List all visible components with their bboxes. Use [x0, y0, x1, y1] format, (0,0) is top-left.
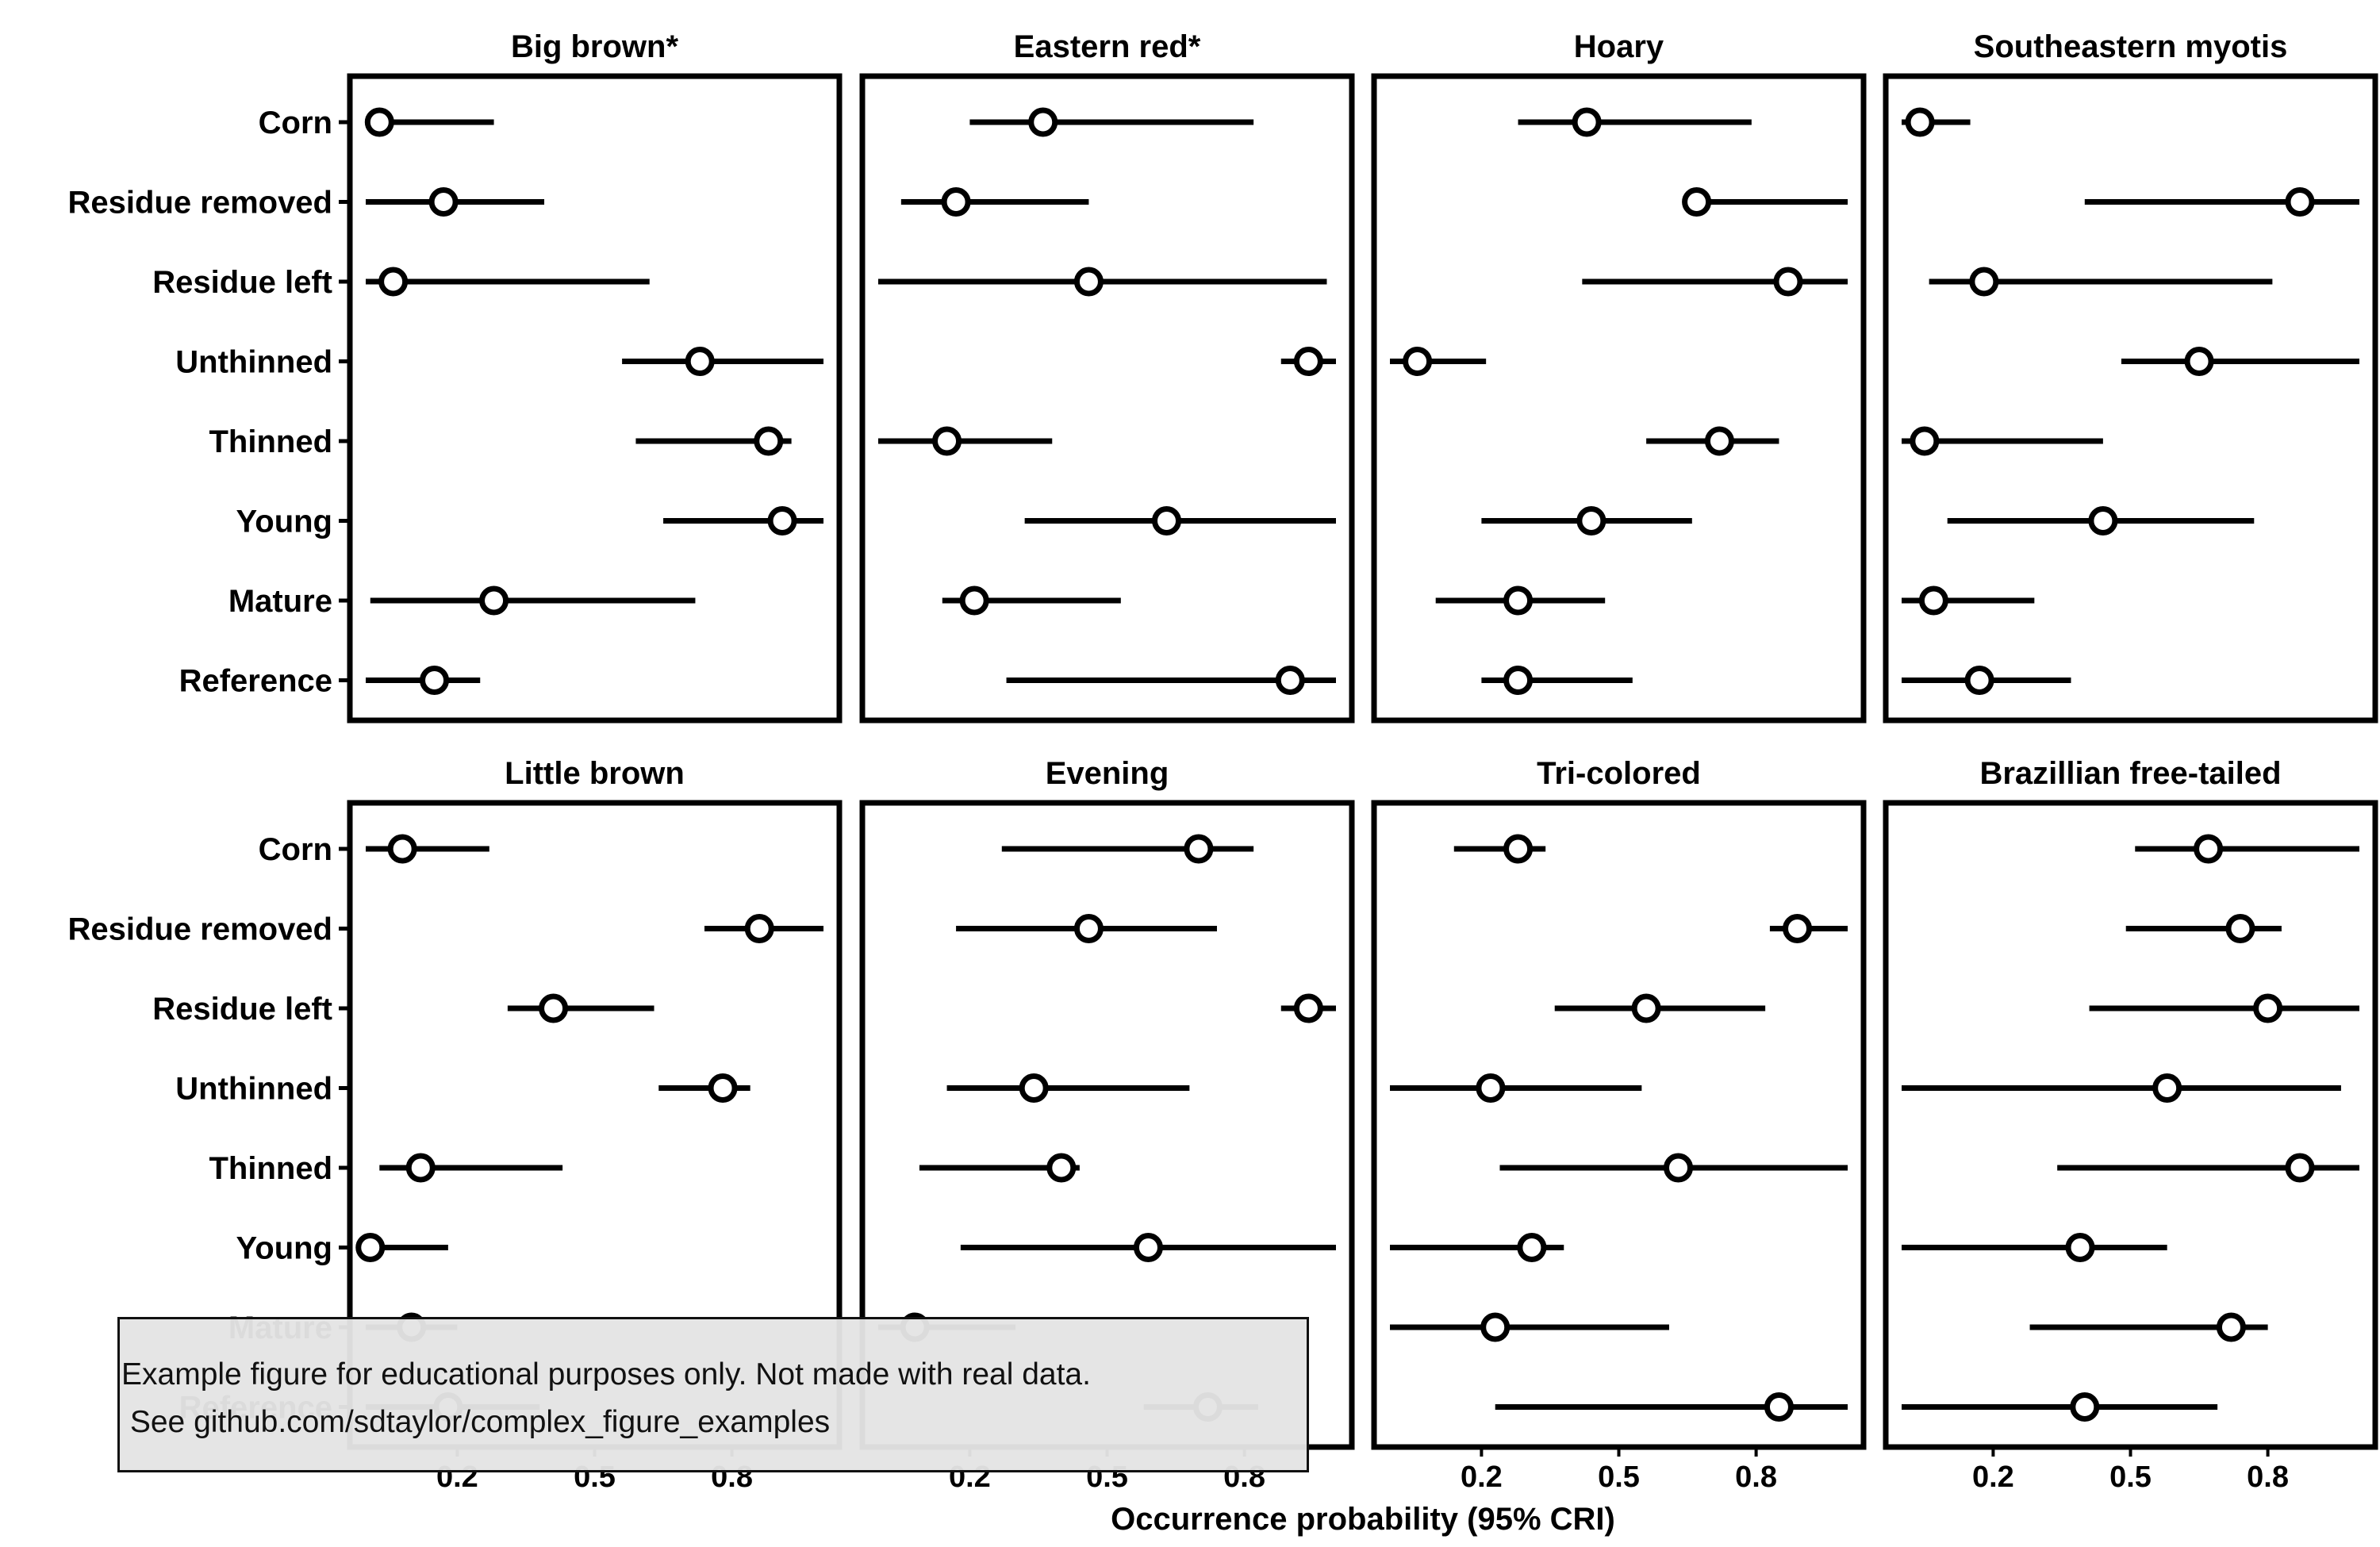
point-tri-colored-reference [1764, 1392, 1794, 1422]
point-eastern-red-reference [1275, 666, 1305, 695]
point-brazillian-free-tailed-residue-removed [2225, 914, 2255, 943]
point-brazillian-free-tailed-residue-left [2253, 993, 2283, 1023]
panel-frame-big-brown [347, 73, 843, 724]
point-eastern-red-residue-removed [941, 187, 971, 217]
category-label-corn: Corn [259, 106, 332, 140]
disclaimer-line-1: Example figure for educational purposes … [121, 1357, 1091, 1392]
panel-title-brazillian-free-tailed: Brazillian free-tailed [1979, 756, 2281, 791]
point-evening-residue-removed [1073, 914, 1104, 943]
point-evening-young [1133, 1233, 1163, 1262]
point-big-brown-reference [420, 666, 450, 695]
point-tri-colored-corn [1503, 834, 1534, 864]
panel-title-big-brown: Big brown* [511, 29, 679, 64]
point-hoary-corn [1572, 107, 1602, 137]
point-brazillian-free-tailed-corn [2194, 834, 2224, 864]
point-tri-colored-thinned [1664, 1153, 1694, 1183]
point-big-brown-mature [479, 585, 509, 616]
point-southeastern-myotis-unthinned [2184, 347, 2214, 376]
x-tick-label-tri-colored-1: 0.5 [1598, 1461, 1640, 1494]
category-label-thinned: Thinned [209, 1151, 332, 1186]
point-big-brown-thinned [754, 426, 784, 456]
x-axis-label: Occurrence probability (95% CRI) [1111, 1502, 1615, 1537]
point-brazillian-free-tailed-mature [2216, 1312, 2246, 1342]
disclaimer-line-2: See github.com/sdtaylor/complex_figure_e… [121, 1405, 831, 1439]
point-little-brown-residue-left [539, 993, 569, 1023]
point-little-brown-thinned [405, 1153, 436, 1183]
category-label-mature: Mature [228, 584, 332, 619]
point-hoary-residue-removed [1682, 187, 1712, 217]
panel-frame-eastern-red [859, 73, 1355, 724]
point-little-brown-corn [387, 834, 417, 864]
panel-title-eastern-red: Eastern red* [1014, 29, 1201, 64]
point-evening-corn [1184, 834, 1214, 864]
point-little-brown-young [355, 1233, 386, 1262]
point-southeastern-myotis-thinned [1910, 426, 1940, 456]
x-tick-label-brazillian-free-tailed-2: 0.8 [2247, 1461, 2289, 1494]
point-brazillian-free-tailed-reference [2070, 1392, 2100, 1422]
point-big-brown-corn [364, 107, 394, 137]
point-evening-unthinned [1019, 1073, 1049, 1103]
point-big-brown-unthinned [685, 347, 715, 376]
point-eastern-red-unthinned [1293, 347, 1323, 376]
point-tri-colored-residue-left [1631, 993, 1661, 1023]
category-label-reference: Reference [179, 664, 332, 699]
x-tick-label-tri-colored-2: 0.8 [1735, 1461, 1777, 1494]
point-evening-thinned [1046, 1153, 1077, 1183]
category-label-unthinned: Unthinned [175, 345, 332, 380]
point-eastern-red-young [1152, 506, 1182, 536]
point-hoary-young [1576, 506, 1606, 536]
panel-title-evening: Evening [1046, 756, 1169, 791]
point-hoary-unthinned [1403, 347, 1433, 376]
category-label-residue-removed: Residue removed [68, 186, 332, 221]
panel-frame-tri-colored [1371, 800, 1867, 1450]
category-label-residue-left: Residue left [152, 992, 332, 1027]
point-evening-residue-left [1293, 993, 1323, 1023]
point-eastern-red-corn [1028, 107, 1058, 137]
point-southeastern-myotis-corn [1905, 107, 1935, 137]
point-hoary-residue-left [1773, 267, 1803, 297]
point-southeastern-myotis-residue-removed [2285, 187, 2315, 217]
panel-frame-hoary [1371, 73, 1867, 724]
point-tri-colored-unthinned [1476, 1073, 1506, 1103]
panel-title-tri-colored: Tri-colored [1537, 756, 1701, 791]
panel-title-southeastern-myotis: Southeastern myotis [1974, 29, 2288, 64]
panel-title-little-brown: Little brown [505, 756, 685, 791]
point-hoary-mature [1503, 585, 1534, 616]
panel-frame-brazillian-free-tailed [1883, 800, 2378, 1450]
category-label-residue-left: Residue left [152, 265, 332, 300]
point-tri-colored-residue-removed [1783, 914, 1813, 943]
point-little-brown-unthinned [708, 1073, 738, 1103]
panel-title-hoary: Hoary [1574, 29, 1664, 64]
x-tick-label-tri-colored-0: 0.2 [1461, 1461, 1503, 1494]
category-label-young: Young [236, 505, 332, 539]
x-tick-label-brazillian-free-tailed-1: 0.5 [2109, 1461, 2152, 1494]
point-southeastern-myotis-mature [1918, 585, 1948, 616]
point-eastern-red-mature [959, 585, 989, 616]
category-label-young: Young [236, 1231, 332, 1266]
x-tick-label-brazillian-free-tailed-0: 0.2 [1972, 1461, 2014, 1494]
point-southeastern-myotis-reference [1964, 666, 1994, 695]
point-eastern-red-thinned [932, 426, 962, 456]
point-eastern-red-residue-left [1073, 267, 1104, 297]
point-tri-colored-young [1517, 1233, 1547, 1262]
point-big-brown-young [767, 506, 797, 536]
point-brazillian-free-tailed-young [2065, 1233, 2095, 1262]
point-hoary-reference [1503, 666, 1534, 695]
category-label-thinned: Thinned [209, 424, 332, 459]
point-southeastern-myotis-residue-left [1969, 267, 1999, 297]
point-southeastern-myotis-young [2088, 506, 2118, 536]
point-big-brown-residue-removed [428, 187, 459, 217]
point-brazillian-free-tailed-unthinned [2152, 1073, 2182, 1103]
point-little-brown-residue-removed [744, 914, 774, 943]
point-big-brown-residue-left [378, 267, 409, 297]
point-hoary-thinned [1704, 426, 1734, 456]
category-label-residue-removed: Residue removed [68, 912, 332, 947]
point-tri-colored-mature [1480, 1312, 1511, 1342]
category-label-corn: Corn [259, 832, 332, 867]
disclaimer-box: Example figure for educational purposes … [117, 1317, 1309, 1472]
category-label-unthinned: Unthinned [175, 1072, 332, 1107]
panel-frame-southeastern-myotis [1883, 73, 2378, 724]
point-brazillian-free-tailed-thinned [2285, 1153, 2315, 1183]
